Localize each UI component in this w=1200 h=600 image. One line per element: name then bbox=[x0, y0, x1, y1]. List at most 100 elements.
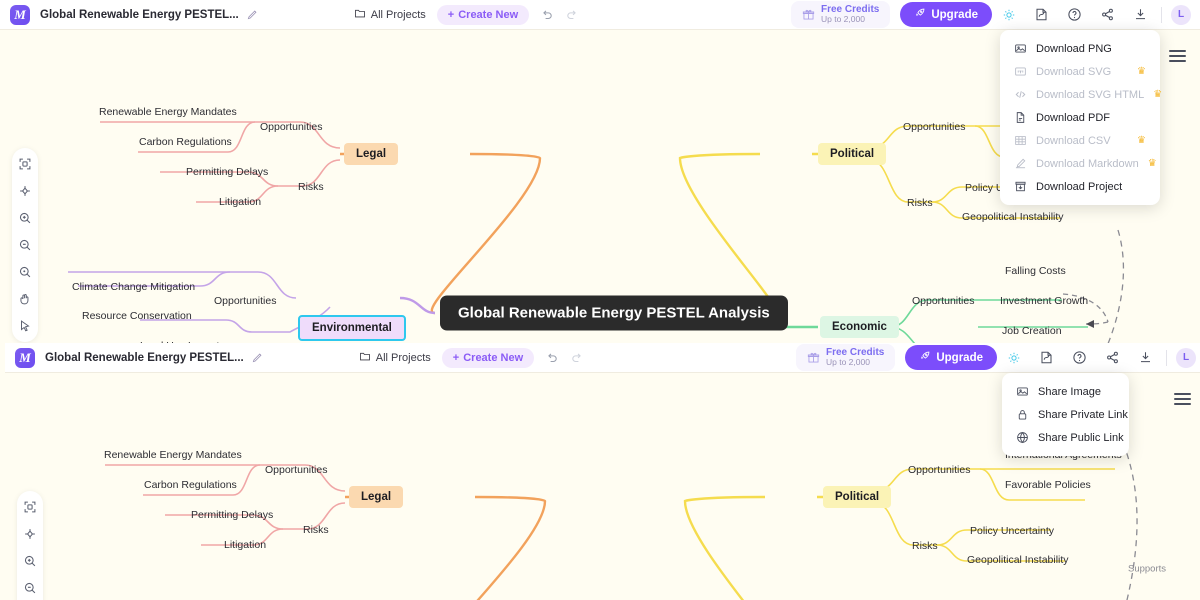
mindmap-label-legal-risks-2[interactable]: Risks bbox=[303, 524, 329, 536]
share-icon[interactable] bbox=[1096, 343, 1129, 373]
menu-item-download-markdown[interactable]: Download Markdown ♛ bbox=[1000, 152, 1160, 175]
mindmap-leaf-litigation-2[interactable]: Litigation bbox=[224, 539, 267, 551]
zoom-reset-icon[interactable] bbox=[15, 262, 35, 282]
mindmap-root-node[interactable]: Global Renewable Energy PESTEL Analysis bbox=[440, 295, 788, 331]
document-title[interactable]: Global Renewable Energy PESTEL... bbox=[40, 8, 239, 21]
create-new-button[interactable]: + Create New bbox=[436, 4, 530, 25]
app-logo[interactable]: M bbox=[15, 347, 35, 368]
canvas-tool-rail-2[interactable] bbox=[17, 491, 43, 600]
download-icon[interactable] bbox=[1129, 343, 1162, 373]
mindmap-leaf-geopolitical-instability[interactable]: Geopolitical Instability bbox=[962, 211, 1064, 223]
pencil-icon[interactable] bbox=[246, 9, 258, 21]
mindmap-node-legal[interactable]: Legal bbox=[344, 143, 399, 165]
mindmap-node-legal-2[interactable]: Legal bbox=[349, 486, 404, 508]
menu-item-download-pdf[interactable]: Download PDF bbox=[1000, 106, 1160, 129]
hamburger-menu-icon[interactable] bbox=[1174, 393, 1191, 405]
undo-arrow-icon[interactable] bbox=[545, 351, 559, 365]
share-dropdown-menu[interactable]: Share Image Share Private Link Share Pub… bbox=[1002, 373, 1129, 456]
menu-item-share-image[interactable]: Share Image bbox=[1002, 380, 1129, 403]
mindmap-leaf-favorable-policies-2[interactable]: Favorable Policies bbox=[1005, 479, 1091, 491]
mindmap-node-political[interactable]: Political bbox=[818, 143, 887, 165]
menu-item-download-csv[interactable]: Download CSV ♛ bbox=[1000, 129, 1160, 152]
mindmap-label-legal-opportunities[interactable]: Opportunities bbox=[260, 121, 323, 133]
hamburger-menu-icon[interactable] bbox=[1169, 50, 1186, 62]
mindmap-leaf-resource-conservation[interactable]: Resource Conservation bbox=[82, 310, 192, 322]
mindmap-label-environmental-opportunities[interactable]: Opportunities bbox=[214, 295, 277, 307]
all-projects-button[interactable]: All Projects bbox=[359, 350, 431, 365]
menu-label: Download Project bbox=[1036, 180, 1123, 193]
document-title[interactable]: Global Renewable Energy PESTEL... bbox=[45, 351, 244, 364]
mindmap-leaf-litigation[interactable]: Litigation bbox=[219, 196, 262, 208]
share-icon[interactable] bbox=[1091, 0, 1124, 30]
free-credits-pill[interactable]: Free Credits Up to 2,000 bbox=[790, 0, 891, 29]
menu-item-share-private-link[interactable]: Share Private Link bbox=[1002, 403, 1129, 426]
mindmap-label-political-risks[interactable]: Risks bbox=[907, 197, 933, 209]
mindmap-leaf-investment-growth[interactable]: Investment Growth bbox=[1000, 295, 1089, 307]
menu-item-download-png[interactable]: Download PNG bbox=[1000, 37, 1160, 60]
theme-sun-icon[interactable] bbox=[992, 0, 1025, 30]
select-cursor-icon[interactable] bbox=[15, 316, 35, 336]
redo-arrow-icon[interactable] bbox=[565, 8, 579, 22]
fit-to-screen-icon[interactable] bbox=[20, 497, 40, 517]
mindmap-label-legal-risks[interactable]: Risks bbox=[298, 181, 324, 193]
free-credits-title: Free Credits bbox=[825, 346, 885, 358]
zoom-out-icon[interactable] bbox=[20, 578, 40, 598]
menu-item-download-svg-html[interactable]: Download SVG HTML ♛ bbox=[1000, 83, 1162, 106]
help-circle-icon[interactable] bbox=[1058, 0, 1091, 30]
help-circle-icon[interactable] bbox=[1063, 343, 1096, 373]
svg-icon bbox=[1014, 65, 1027, 78]
mindmap-leaf-policy-uncertainty-2[interactable]: Policy Uncertainty bbox=[970, 525, 1055, 537]
mindmap-leaf-geopolitical-instability-2[interactable]: Geopolitical Instability bbox=[967, 554, 1069, 566]
mindmap-node-environmental[interactable]: Environmental bbox=[298, 315, 406, 341]
mindmap-leaf-permitting-delays[interactable]: Permitting Delays bbox=[186, 166, 269, 178]
canvas-tool-rail[interactable] bbox=[12, 148, 38, 342]
menu-item-download-svg[interactable]: Download SVG ♛ bbox=[1000, 60, 1160, 83]
mindmap-label-political-opportunities-2[interactable]: Opportunities bbox=[908, 464, 971, 476]
all-projects-button[interactable]: All Projects bbox=[354, 7, 426, 22]
mindmap-leaf-renewable-energy-mandates[interactable]: Renewable Energy Mandates bbox=[99, 106, 237, 118]
menu-item-share-public-link[interactable]: Share Public Link bbox=[1002, 426, 1129, 449]
avatar[interactable]: L bbox=[1176, 347, 1196, 368]
upgrade-button[interactable]: Upgrade bbox=[900, 2, 992, 27]
mindmap-label-political-opportunities[interactable]: Opportunities bbox=[903, 121, 966, 133]
fit-to-screen-icon[interactable] bbox=[15, 154, 35, 174]
table-icon bbox=[1014, 134, 1027, 147]
zoom-in-icon[interactable] bbox=[20, 551, 40, 571]
mindmap-leaf-falling-costs[interactable]: Falling Costs bbox=[1005, 265, 1066, 277]
mindmap-leaf-carbon-regulations[interactable]: Carbon Regulations bbox=[139, 136, 232, 148]
mindmap-label-economic-opportunities[interactable]: Opportunities bbox=[912, 295, 975, 307]
mindmap-label-legal-opportunities-2[interactable]: Opportunities bbox=[265, 464, 328, 476]
mindmap-leaf-job-creation[interactable]: Job Creation bbox=[1002, 325, 1062, 337]
upgrade-button[interactable]: Upgrade bbox=[905, 345, 997, 370]
upgrade-label: Upgrade bbox=[936, 351, 983, 364]
mindmap-leaf-renewable-energy-mandates-2[interactable]: Renewable Energy Mandates bbox=[104, 449, 242, 461]
menu-label: Download SVG HTML bbox=[1036, 88, 1145, 101]
redo-arrow-icon[interactable] bbox=[570, 351, 584, 365]
theme-sun-icon[interactable] bbox=[997, 343, 1030, 373]
menu-label: Share Image bbox=[1038, 385, 1101, 398]
mindmap-node-economic[interactable]: Economic bbox=[820, 316, 899, 338]
app-logo[interactable]: M bbox=[10, 4, 30, 25]
mindmap-label-political-risks-2[interactable]: Risks bbox=[912, 540, 938, 552]
free-credits-pill[interactable]: Free Credits Up to 2,000 bbox=[795, 343, 896, 372]
center-focus-icon[interactable] bbox=[15, 181, 35, 201]
color-palette-icon[interactable] bbox=[1030, 343, 1063, 373]
create-new-button[interactable]: + Create New bbox=[441, 347, 535, 368]
undo-arrow-icon[interactable] bbox=[540, 8, 554, 22]
center-focus-icon[interactable] bbox=[20, 524, 40, 544]
mindmap-node-political-2[interactable]: Political bbox=[823, 486, 892, 508]
pencil-icon[interactable] bbox=[251, 352, 263, 364]
zoom-out-icon[interactable] bbox=[15, 235, 35, 255]
mindmap-leaf-carbon-regulations-2[interactable]: Carbon Regulations bbox=[144, 479, 237, 491]
mindmap-leaf-permitting-delays-2[interactable]: Permitting Delays bbox=[191, 509, 274, 521]
zoom-in-icon[interactable] bbox=[15, 208, 35, 228]
color-palette-icon[interactable] bbox=[1025, 0, 1058, 30]
menu-item-download-project[interactable]: Download Project bbox=[1000, 175, 1160, 198]
pan-hand-icon[interactable] bbox=[15, 289, 35, 309]
download-dropdown-menu[interactable]: Download PNG Download SVG ♛ Download SVG… bbox=[1000, 30, 1162, 205]
all-projects-label: All Projects bbox=[370, 8, 426, 21]
mindmap-leaf-climate-change-mitigation[interactable]: Climate Change Mitigation bbox=[72, 281, 196, 293]
avatar[interactable]: L bbox=[1171, 4, 1191, 25]
download-icon[interactable] bbox=[1124, 0, 1157, 30]
